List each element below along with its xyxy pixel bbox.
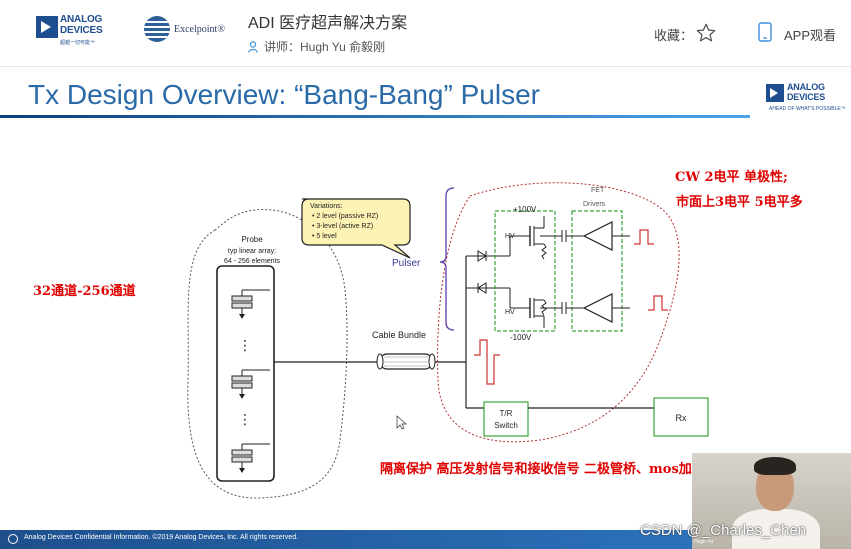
fet-label: FET (591, 187, 605, 194)
adi-logo[interactable]: ANALOG DEVICES 超越一切可能™ (36, 14, 120, 48)
lecturer-text: 讲师：Hugh Yu 俞毅刚 (264, 40, 386, 54)
probe-box (216, 265, 275, 482)
adi-logo-tagline: 超越一切可能™ (60, 40, 96, 46)
adi-logo-text: ANALOG DEVICES (60, 14, 103, 36)
transducer-element-1 (231, 289, 270, 319)
variations-title: Variations: (310, 203, 343, 210)
probe-sub2: 64 - 256 elements (224, 258, 281, 265)
transducer-element-2 (231, 369, 270, 399)
variations-bubble (301, 198, 411, 259)
annotation-isolation: 隔离保护 高压发射信号和接收信号 二极管桥、mos加AFE (380, 462, 722, 477)
footer-text: Analog Devices Confidential Information.… (24, 534, 299, 541)
pulser-bracket (439, 187, 455, 331)
hv-top-label: HV (505, 233, 515, 240)
excelpoint-logo[interactable]: Excelpoint® (144, 16, 234, 46)
webcam-name-label: Hugh Yu (694, 539, 714, 545)
fet-driver-box (571, 210, 623, 332)
output-pulse (474, 339, 500, 385)
webcam-person-body (732, 509, 820, 549)
app-view-label: APP观看 (784, 28, 837, 43)
diode-top (477, 250, 487, 262)
csdn-watermark: CSDN @_Charles_Chen (640, 522, 807, 539)
slide-adi-logo-line2: DEVICES (787, 92, 826, 102)
tr-switch-label1: T/R (500, 409, 513, 418)
transducer-element-3 (231, 443, 270, 473)
input-pulse-top (634, 229, 654, 245)
pulser-enclosure (437, 182, 680, 443)
driver-top (582, 221, 613, 251)
annotation-cw: CW 2电平 单极性; (675, 170, 788, 185)
pulser-diagram: Probe typ linear array: 64 - 256 element… (187, 182, 709, 499)
capacitor-top (561, 230, 584, 242)
adi-logo-line2: DEVICES (60, 25, 103, 36)
title-rule (0, 115, 750, 118)
excelpoint-globe-icon (144, 16, 170, 42)
excelpoint-name: Excelpoint® (174, 24, 225, 35)
probe-ellipsis-1: ⋮ (238, 337, 252, 353)
cable-label: Cable Bundle (372, 330, 426, 340)
drivers-label: Drivers (583, 201, 606, 208)
slide-adi-logo-tagline: AHEAD OF WHAT'S POSSIBLE™ (769, 106, 846, 112)
plus-100v-label: +100V (513, 205, 537, 214)
person-icon (248, 41, 258, 53)
pulser-label: Pulser (392, 258, 421, 269)
tr-switch-box (483, 401, 529, 437)
diode-bottom (477, 282, 487, 294)
rx-box (653, 397, 709, 437)
variations-item-1: • 2 level (passive RZ) (312, 213, 378, 220)
slide-adi-logo: ANALOG DEVICES AHEAD OF WHAT'S POSSIBLE™ (766, 82, 846, 114)
mouse-cursor-icon (396, 415, 407, 430)
adi-logo-line1: ANALOG (60, 14, 103, 25)
probe-sub1: typ linear array: (228, 248, 276, 255)
probe-ellipsis-2: ⋮ (238, 411, 252, 427)
fet-top (509, 216, 562, 260)
minus-100v-label: -100V (510, 333, 532, 342)
variations-item-3: • 5 level (312, 233, 337, 240)
cable-bundle (376, 353, 436, 370)
hv-fet-box (494, 210, 556, 332)
webcam-person-hair (754, 457, 796, 475)
lecturer-line: 讲师：Hugh Yu 俞毅刚 (248, 38, 385, 55)
course-header: ANALOG DEVICES 超越一切可能™ Excelpoint® ADI 医… (0, 0, 851, 67)
star-icon[interactable] (695, 22, 717, 44)
adi-logo-mark-icon (36, 16, 58, 38)
hv-bottom-label: HV (505, 309, 515, 316)
slide-adi-logo-text: ANALOG DEVICES (787, 82, 825, 102)
slide: Tx Design Overview: “Bang-Bang” Pulser A… (0, 67, 851, 549)
slide-adi-logo-mark-icon (766, 84, 784, 102)
adi-footer-icon (8, 534, 18, 544)
rx-label: Rx (676, 413, 687, 423)
driver-bottom (582, 293, 613, 323)
probe-label: Probe (241, 235, 263, 244)
variations-item-2: • 3-level (active RZ) (312, 223, 373, 230)
probe-enclosure (187, 209, 348, 499)
tr-switch-label2: Switch (494, 421, 518, 430)
annotation-channels: 32通道-256通道 (33, 284, 136, 299)
favorite-label: 收藏： (654, 28, 694, 43)
course-title: ADI 医疗超声解决方案 (248, 15, 408, 32)
fet-bottom (509, 288, 562, 328)
annotation-levels: 市面上3电平 5电平多 (676, 195, 803, 210)
slide-adi-logo-line1: ANALOG (787, 82, 825, 92)
capacitor-bottom (561, 302, 584, 314)
lecturer-webcam[interactable]: Hugh Yu (692, 453, 851, 549)
phone-icon (758, 22, 772, 42)
input-pulse-bottom (648, 295, 668, 311)
slide-title: Tx Design Overview: “Bang-Bang” Pulser (28, 79, 540, 110)
slide-footer: Analog Devices Confidential Information.… (0, 530, 851, 549)
